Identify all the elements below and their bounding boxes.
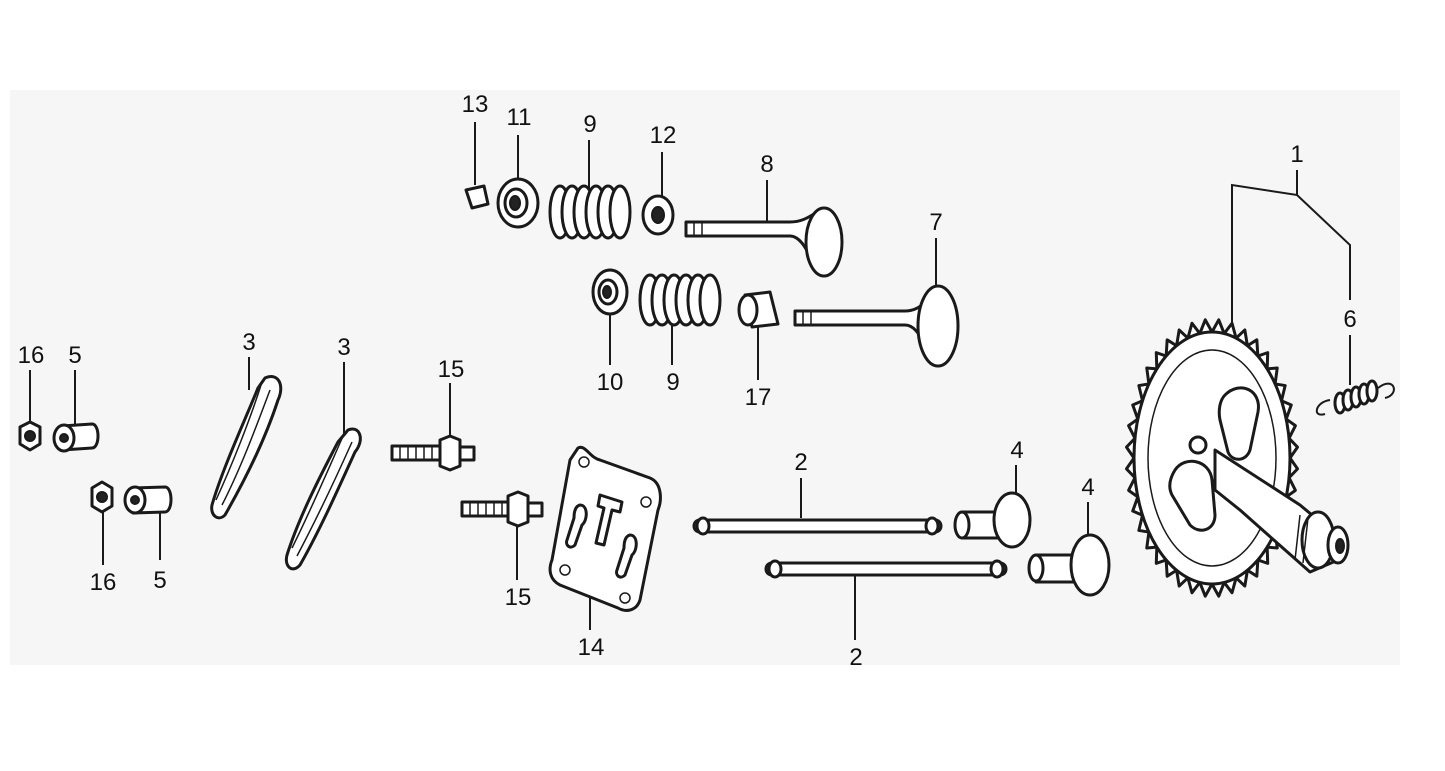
label-part-17: 17 [745,384,772,411]
leader-lines [29,122,1351,640]
nut-part-16-upper [18,420,42,452]
valve-part-8 [684,206,844,278]
label-part-1: 1 [1290,141,1303,168]
rocker-arm-part-3-left [210,375,283,520]
label-part-14: 14 [578,634,605,661]
spring-part-6 [1315,379,1395,416]
valve-spring-lower-part-9 [638,273,722,327]
label-part-2-upper: 2 [794,449,807,476]
label-part-2-lower: 2 [849,644,862,671]
label-part-16-upper: 16 [18,342,45,369]
label-part-9-lower: 9 [666,369,679,396]
push-rod-part-2-lower [764,559,1008,579]
camshaft-gear-part-1 [1124,318,1350,598]
label-part-3-left: 3 [242,329,255,356]
label-part-15-lower: 15 [505,584,532,611]
label-part-16-lower: 16 [90,569,117,596]
label-part-5-upper: 5 [68,342,81,369]
adjusting-nut-part-5-lower [123,485,173,515]
guide-plate-part-14 [548,445,662,612]
stem-seal-part-17 [737,290,780,329]
label-part-7: 7 [929,209,942,236]
rocker-stud-part-15-upper [390,434,476,472]
label-part-8: 8 [760,151,773,178]
tappet-part-4-lower [1027,533,1111,597]
part-labels: 13 11 9 12 8 7 1 6 10 9 17 16 5 3 3 15 1… [18,91,1357,671]
adjusting-nut-part-5-upper [52,422,100,453]
label-part-10: 10 [597,369,624,396]
label-part-13: 13 [462,91,489,118]
label-part-9-upper: 9 [583,111,596,138]
valve-cap-part-13 [464,184,490,210]
push-rod-part-2-upper [692,516,943,536]
tappet-part-4-upper [953,491,1032,549]
label-part-6: 6 [1343,306,1356,333]
spring-retainer-part-11 [496,177,540,229]
valve-spring-upper-part-9 [548,184,632,240]
spring-retainer-part-10 [591,268,629,316]
label-part-4-lower: 4 [1081,474,1094,501]
label-part-4-upper: 4 [1010,437,1023,464]
valve-part-7 [793,284,960,368]
rocker-arm-part-3-right [284,427,362,571]
spring-seat-part-12 [641,194,675,236]
label-part-15-upper: 15 [438,356,465,383]
label-part-5-lower: 5 [153,567,166,594]
label-part-3-right: 3 [337,334,350,361]
rocker-stud-part-15-lower [460,490,544,528]
label-part-12: 12 [650,122,677,149]
nut-part-16-lower [90,480,114,514]
label-part-11: 11 [507,104,532,131]
